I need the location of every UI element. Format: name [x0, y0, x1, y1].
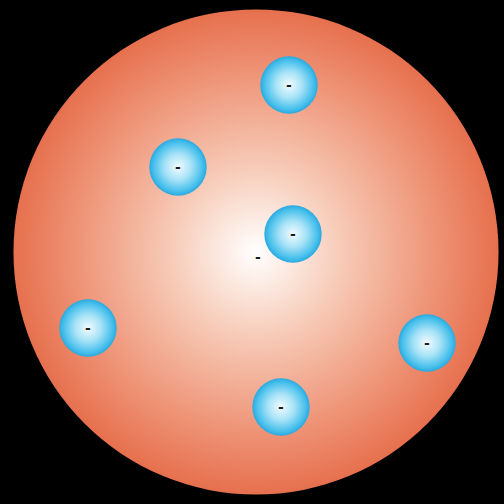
- electron-fill: [260, 56, 317, 113]
- sphere-fill: [13, 9, 498, 494]
- charge-sign: -: [278, 400, 284, 414]
- charge-sign: -: [175, 160, 181, 174]
- electron: -: [149, 138, 207, 196]
- charge-sign: -: [85, 321, 91, 335]
- positive-sphere: - - - - - - -: [11, 7, 501, 497]
- electron: -: [398, 314, 456, 372]
- electron-fill: [59, 299, 116, 356]
- stray-charge-sign: -: [255, 250, 261, 264]
- electron-fill: [264, 205, 321, 262]
- electron: -: [264, 205, 322, 263]
- charge-sign: -: [286, 78, 292, 92]
- electron: -: [252, 378, 310, 436]
- electron-fill: [398, 314, 455, 371]
- electron-fill: [252, 378, 309, 435]
- electron: -: [59, 299, 117, 357]
- charge-sign: -: [424, 336, 430, 350]
- electron: -: [260, 56, 318, 114]
- charge-sign: -: [290, 227, 296, 241]
- electron-fill: [149, 138, 206, 195]
